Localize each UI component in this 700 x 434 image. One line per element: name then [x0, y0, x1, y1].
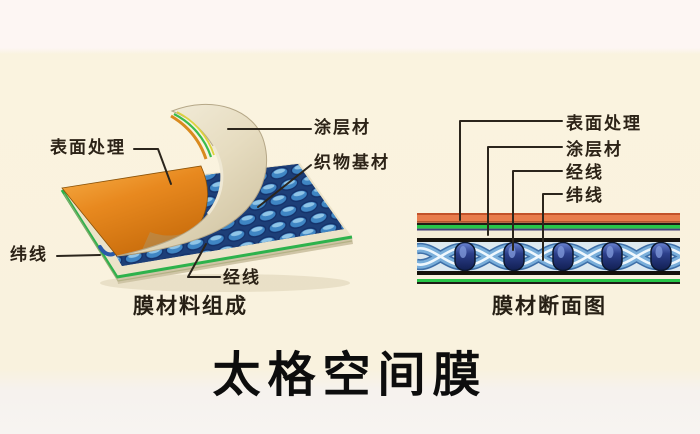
curl-edge-orange-stripe [170, 114, 208, 160]
page-title: 太格空间膜 [212, 347, 488, 403]
membrane-3d-illustration [56, 103, 353, 292]
leader-lines-right [459, 120, 563, 261]
caption-membrane-cross-section: 膜材断面图 [492, 293, 607, 318]
layer-coating-gap [417, 230, 680, 238]
leader-coating-right [487, 146, 563, 236]
curl-edge-green-stripe [173, 113, 213, 158]
caption-membrane-composition: 膜材料组成 [133, 293, 248, 318]
leader-warp-right [512, 170, 563, 251]
label-surface-treatment-right: 表面处理 [566, 114, 642, 134]
leader-fabric-base-left [257, 164, 312, 208]
warp-ovals [454, 241, 672, 272]
leader-lines-left [56, 128, 312, 278]
layer-surface-treatment [417, 213, 680, 223]
label-warp-right: 经线 [566, 163, 604, 183]
curl-inner-shadow [142, 219, 204, 250]
layer-blue-line [417, 228, 680, 231]
leader-warp-left [187, 243, 221, 278]
slab-shadow [100, 274, 350, 292]
curl-edge-yellow-stripe [176, 111, 215, 156]
layer-green-bottom [417, 279, 680, 282]
label-weft-right: 纬线 [566, 186, 604, 206]
layer-dark-line-bottom [417, 282, 680, 284]
weave-band [417, 238, 680, 275]
layer-green-top [417, 225, 680, 229]
label-coating-left: 涂层材 [314, 118, 371, 138]
label-warp-left: 经线 [223, 268, 261, 288]
label-surface-treatment-left: 表面处理 [50, 138, 126, 158]
label-fabric-base-left: 织物基材 [314, 153, 390, 173]
label-weft-left: 纬线 [10, 245, 48, 265]
leader-weft-right [542, 193, 563, 261]
cross-section-illustration [417, 120, 680, 284]
label-coating-right: 涂层材 [566, 140, 623, 160]
leader-weft-left [56, 254, 101, 257]
peeled-coating-curl [116, 103, 268, 257]
leader-surface-treatment-left [133, 148, 172, 185]
leader-surface-treatment-right [459, 120, 563, 221]
layer-dark-line-top [417, 223, 680, 225]
